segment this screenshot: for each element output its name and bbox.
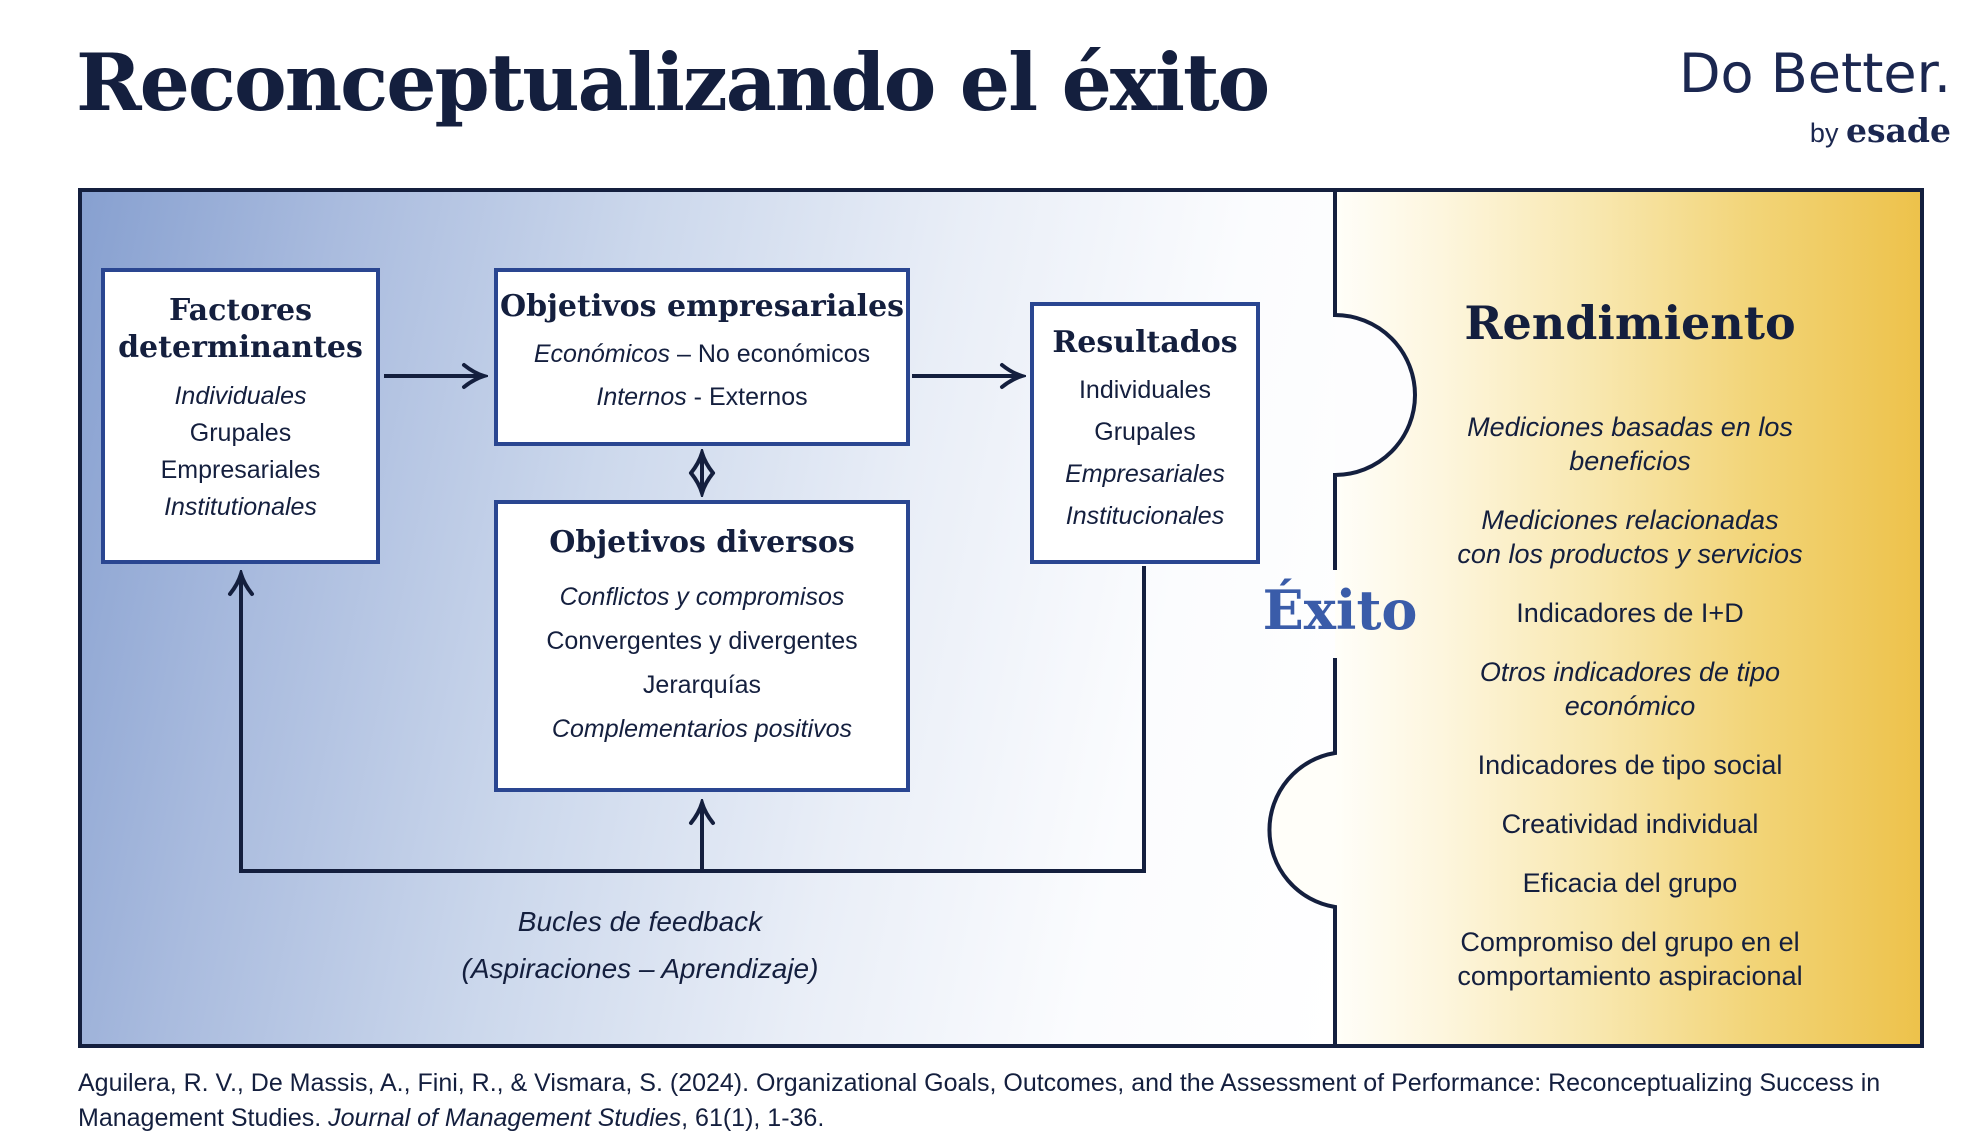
box-item: Convergentes y divergentes [546, 619, 857, 663]
text-segment: Convergentes y divergentes [546, 627, 858, 655]
text-segment: Económicos [533, 340, 671, 368]
box-item: Institutionales [161, 489, 321, 526]
text-segment: Empresariales [1065, 460, 1225, 488]
box-item: Internos - Externos [534, 376, 870, 419]
text-segment: Internos [596, 383, 687, 411]
brand-esade: esade [1845, 111, 1951, 150]
objetivos-diversos-title: Objetivos diversos [549, 525, 855, 560]
objetivos-diversos-box: Objetivos diversos Conflictos y compromi… [494, 500, 910, 792]
feedback-line1: Bucles de feedback [517, 906, 763, 937]
text-segment: - Externos [686, 383, 808, 411]
text-segment: Individuales [174, 382, 307, 410]
box-item: Empresariales [161, 452, 321, 489]
factores-title: Factores determinantes [118, 293, 363, 365]
citation: Aguilera, R. V., De Massis, A., Fini, R.… [78, 1066, 1918, 1136]
objetivos-empresariales-title: Objetivos empresariales [499, 289, 905, 324]
brand-logo: Do Better. by esade [1531, 42, 1951, 150]
text-segment: Creatividad individual [1501, 809, 1759, 839]
box-item: Grupales [1065, 411, 1225, 453]
exito-label: Éxito [1262, 578, 1418, 642]
resultados-title: Resultados [1052, 325, 1238, 360]
rendimiento-item: Mediciones relacionadas con los producto… [1370, 503, 1890, 571]
rendimiento-item: Creatividad individual [1370, 807, 1890, 841]
text-segment: – No económicos [670, 340, 871, 368]
text-segment: Institucionales [1065, 502, 1225, 530]
text-segment: Indicadores de I+D [1516, 598, 1744, 628]
page-title: Reconceptualizando el éxito [76, 36, 1270, 129]
rendimiento-title: Rendimiento [1464, 296, 1796, 350]
rendimiento-item: Eficacia del grupo [1370, 866, 1890, 900]
text-segment: Compromiso del grupo en el comportamient… [1457, 927, 1803, 991]
text-segment: Empresariales [160, 456, 321, 484]
rendimiento-panel: Rendimiento Mediciones basadas en los be… [1370, 296, 1890, 1018]
box-item: Institucionales [1065, 495, 1225, 537]
text-segment: Complementarios positivos [551, 715, 853, 743]
text-segment: Conflictos y compromisos [559, 583, 845, 611]
feedback-line2: (Aspiraciones – Aprendizaje) [461, 953, 819, 984]
box-item: Empresariales [1065, 453, 1225, 495]
rendimiento-item: Otros indicadores de tipo económico [1370, 655, 1890, 723]
feedback-label: Bucles de feedback (Aspiraciones – Apren… [320, 898, 960, 992]
text-segment: Jerarquías [642, 671, 762, 699]
citation-line2: Management Studies. Journal of Managemen… [78, 1101, 1918, 1136]
box-item: Individuales [1065, 369, 1225, 411]
objetivos-empresariales-box: Objetivos empresariales Económicos – No … [494, 268, 910, 446]
text-segment: Otros indicadores de tipo económico [1479, 657, 1781, 721]
rendimiento-item: Compromiso del grupo en el comportamient… [1370, 925, 1890, 993]
text-segment: Institutionales [164, 493, 317, 521]
text-segment: Journal of Management Studies [328, 1104, 682, 1132]
text-segment: Mediciones relacionadas con los producto… [1457, 505, 1803, 569]
brand-byline: by esade [1531, 111, 1951, 150]
brand-do-better: Do Better. [1678, 42, 1951, 105]
text-segment: Management Studies. [78, 1104, 329, 1132]
box-item: Grupales [161, 415, 321, 452]
box-item: Conflictos y compromisos [546, 575, 857, 619]
text-segment: Mediciones basadas en los beneficios [1467, 412, 1793, 476]
box-item: Complementarios positivos [546, 707, 857, 751]
box-item: Jerarquías [546, 663, 857, 707]
box-item: Económicos – No económicos [534, 333, 870, 376]
citation-line1: Aguilera, R. V., De Massis, A., Fini, R.… [78, 1069, 1881, 1097]
text-segment: , 61(1), 1-36. [681, 1104, 825, 1132]
rendimiento-item: Indicadores de I+D [1370, 596, 1890, 630]
brand-by: by [1809, 118, 1839, 148]
gold-region [1335, 192, 1920, 1044]
text-segment: Indicadores de tipo social [1477, 750, 1783, 780]
text-segment: Grupales [1094, 418, 1196, 446]
text-segment: Individuales [1078, 376, 1212, 404]
box-item: Individuales [161, 378, 321, 415]
rendimiento-item: Mediciones basadas en los beneficios [1370, 410, 1890, 478]
text-segment: Eficacia del grupo [1522, 868, 1738, 898]
rendimiento-item: Indicadores de tipo social [1370, 748, 1890, 782]
text-segment: Grupales [189, 419, 292, 447]
